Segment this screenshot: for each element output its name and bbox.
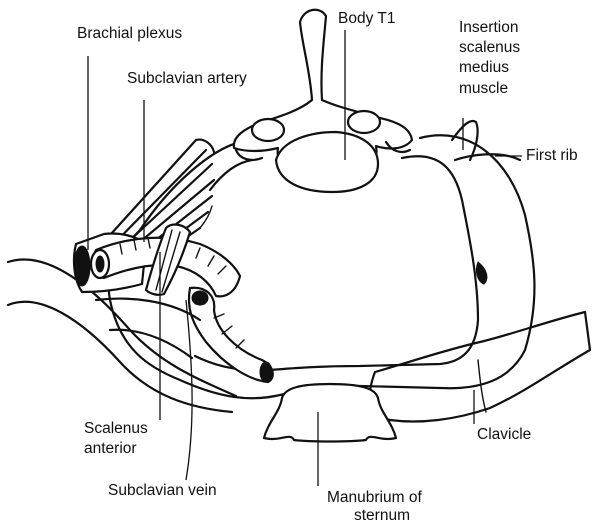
left-transverse-process [252,119,284,141]
clavicle-shape [370,312,590,422]
label-body-t1: Body T1 [338,9,395,28]
vertebral-body-t1 [276,132,378,192]
leader-subclavian-vein [186,300,192,480]
label-scalenus-line2: anterior [84,439,137,458]
label-brachial-plexus: Brachial plexus [77,24,182,43]
label-clavicle: Clavicle [477,425,531,444]
label-manubrium-line2: sternum [354,506,410,525]
label-insertion-line3: medius [459,58,509,77]
label-subclavian-artery: Subclavian artery [127,69,247,88]
label-first-rib: First rib [526,146,578,165]
right-transverse-process [348,111,380,133]
label-insertion-line4: muscle [459,79,508,98]
label-insertion-line1: Insertion [459,18,518,37]
insertion-tubercle [476,262,486,284]
label-subclavian-vein: Subclavian vein [108,481,217,500]
label-scalenus-line1: Scalenus [84,419,148,438]
label-manubrium-line1: Manubrium of [327,488,422,507]
label-insertion-line2: scalenus [459,38,520,57]
